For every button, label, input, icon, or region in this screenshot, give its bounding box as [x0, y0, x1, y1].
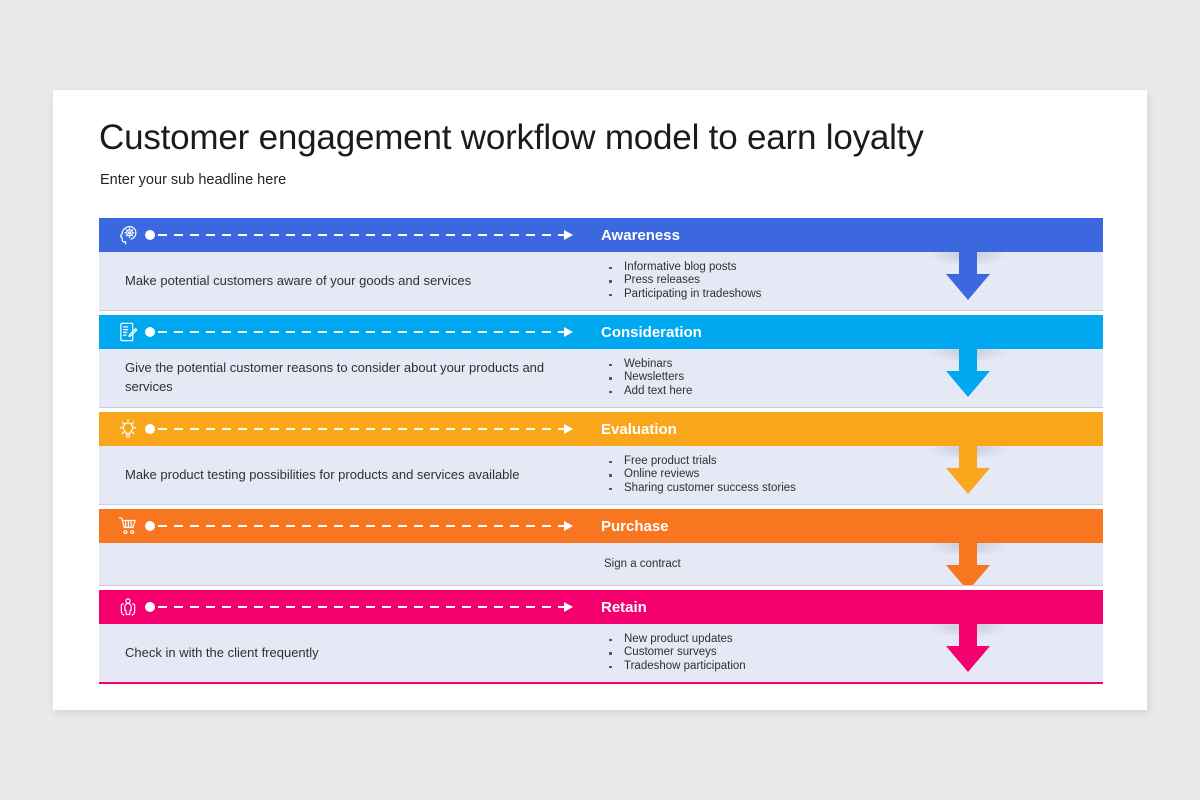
shopping-cart-icon: [99, 515, 145, 537]
stage-label: Awareness: [601, 226, 680, 244]
connector-dot: [145, 521, 155, 531]
lightbulb-icon: [119, 418, 137, 438]
connector-dashed-line: [158, 428, 565, 430]
connector-dashed-line: [158, 331, 565, 333]
stage-description: Make potential customers aware of your g…: [125, 272, 472, 288]
stage-bullet-item: Customer surveys: [604, 646, 1103, 659]
hands-customer-care-icon: [99, 596, 145, 618]
stage-content-panel: Check in with the client frequently New p…: [99, 624, 1103, 684]
stage-header-bar[interactable]: Purchase: [99, 509, 1103, 543]
stage-label: Evaluation: [601, 420, 677, 438]
shopping-cart-icon: [118, 517, 136, 535]
stage-connector-arrow: [145, 227, 573, 243]
connector-dot: [145, 327, 155, 337]
stage-bullet-item: Add text here: [604, 385, 1103, 398]
stage-content-panel: Make potential customers aware of your g…: [99, 252, 1103, 311]
head-gear-icon: [119, 226, 137, 245]
stage-content-panel: Give the potential customer reasons to c…: [99, 349, 1103, 408]
hands-customer-care-icon: [120, 598, 136, 616]
connector-arrowhead-icon: [564, 230, 573, 240]
stage-bullet-item: Webinars: [604, 358, 1103, 371]
stage-content-panel: Make product testing possibilities for p…: [99, 446, 1103, 505]
stage-label: Purchase: [601, 517, 669, 535]
clipboard-pencil-icon: [120, 322, 138, 342]
connector-dashed-line: [158, 606, 565, 608]
stage-header-bar[interactable]: Consideration: [99, 315, 1103, 349]
stage-label: Consideration: [601, 323, 702, 341]
arrow-shadow: [929, 543, 1007, 556]
page-title: Customer engagement workflow model to ea…: [99, 118, 924, 157]
head-gear-icon: [99, 224, 145, 246]
stage-connector-arrow: [145, 324, 573, 340]
connector-dot: [145, 230, 155, 240]
stage-connector-arrow: [145, 599, 573, 615]
stage-bullet-item: Informative blog posts: [604, 261, 1103, 274]
connector-arrowhead-icon: [564, 602, 573, 612]
connector-arrowhead-icon: [564, 327, 573, 337]
stage-description: Check in with the client frequently: [125, 644, 319, 660]
presentation-slide: Customer engagement workflow model to ea…: [53, 90, 1147, 710]
stage-label: Retain: [601, 598, 647, 616]
stage-header-bar[interactable]: Evaluation: [99, 412, 1103, 446]
stage-connector-arrow: [145, 421, 573, 437]
page-subtitle: Enter your sub headline here: [100, 172, 287, 188]
connector-dot: [145, 424, 155, 434]
stage-bullet-item: New product updates: [604, 633, 1103, 646]
connector-dashed-line: [158, 525, 565, 527]
lightbulb-icon: [99, 418, 145, 440]
connector-arrowhead-icon: [564, 521, 573, 531]
stage-bullet-item: Newsletters: [604, 371, 1103, 384]
stage-header-bar[interactable]: Retain: [99, 590, 1103, 624]
stage-description: Give the potential customer reasons to c…: [125, 360, 545, 394]
clipboard-pencil-icon: [99, 321, 145, 343]
connector-dashed-line: [158, 234, 565, 236]
stage-description: Make product testing possibilities for p…: [125, 466, 520, 482]
connector-dot: [145, 602, 155, 612]
stage-header-bar[interactable]: Awareness: [99, 218, 1103, 252]
stage-content-panel: Sign a contract: [99, 543, 1103, 586]
connector-arrowhead-icon: [564, 424, 573, 434]
stage-bullet-item: Sharing customer success stories: [604, 482, 1103, 495]
stage-bullet-item: Free product trials: [604, 455, 1103, 468]
stage-bullet-item: Online reviews: [604, 468, 1103, 481]
stage-bullet-item: Participating in tradeshows: [604, 288, 1103, 301]
stage-bullet-item: Tradeshow participation: [604, 660, 1103, 673]
stage-bullet-item: Press releases: [604, 274, 1103, 287]
stage-connector-arrow: [145, 518, 573, 534]
stage-single-text: Sign a contract: [604, 558, 681, 570]
